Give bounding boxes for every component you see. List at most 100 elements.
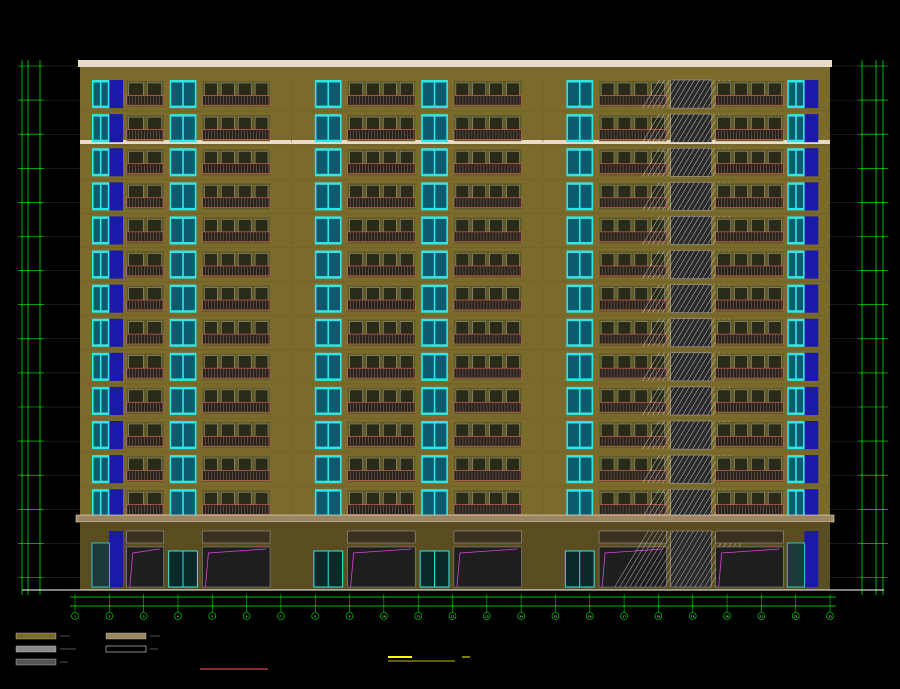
- hatch-line: [667, 79, 685, 109]
- hatch-line: [642, 352, 660, 382]
- balcony-railing: [598, 367, 668, 379]
- hatch-line: [692, 489, 710, 518]
- balcony-door: [506, 423, 520, 437]
- ground-line: [22, 589, 884, 607]
- hatch-line: [642, 284, 660, 313]
- balcony-door: [254, 82, 269, 96]
- window-pane: [183, 491, 195, 515]
- balcony-door: [472, 82, 486, 96]
- shopfront: [453, 546, 522, 588]
- balcony-railing: [202, 401, 271, 413]
- hatch-line: [672, 216, 690, 245]
- window-pane: [422, 287, 434, 311]
- window-pane: [101, 423, 108, 447]
- axis-bubble: [654, 612, 663, 620]
- balcony-door: [489, 185, 503, 199]
- blue-panel: [109, 114, 124, 143]
- hatch-line: [667, 454, 685, 484]
- balcony-door: [383, 321, 397, 335]
- hatch-line: [677, 182, 695, 211]
- balcony-door: [734, 185, 748, 199]
- hatch-line: [642, 454, 660, 484]
- hatch-line: [692, 454, 710, 484]
- balcony-door: [204, 287, 218, 301]
- balcony-door: [147, 219, 162, 233]
- balcony-door: [400, 253, 414, 267]
- hatch-line: [687, 454, 705, 484]
- balcony-door: [128, 253, 144, 267]
- blue-panel: [804, 80, 819, 109]
- blue-panel: [109, 148, 124, 177]
- balcony-railing: [202, 129, 271, 140]
- hatch-line: [669, 530, 704, 588]
- axis-bubble: [723, 612, 731, 620]
- balcony-door: [455, 423, 470, 437]
- balcony-door: [600, 116, 615, 130]
- balcony-door: [472, 219, 486, 233]
- balcony-door: [147, 389, 162, 403]
- balcony-door: [147, 423, 162, 437]
- hatch-line: [672, 489, 690, 518]
- shutter-line: [456, 548, 518, 588]
- window-pane: [316, 150, 328, 174]
- blue-panel: [804, 421, 819, 450]
- window-pane: [435, 218, 447, 242]
- balcony-railing: [715, 231, 784, 243]
- balcony-door: [147, 185, 162, 199]
- hatch-line: [662, 454, 680, 484]
- balcony-door: [717, 355, 731, 369]
- balcony-door: [455, 219, 470, 233]
- balcony-door: [489, 457, 503, 471]
- balcony-door: [254, 150, 269, 165]
- balcony-door: [400, 219, 414, 233]
- hatch-line: [644, 530, 679, 588]
- balcony-door: [400, 185, 414, 199]
- window-pane: [788, 287, 796, 311]
- balcony-door: [717, 219, 731, 233]
- floor-row: [80, 250, 830, 282]
- balcony-door: [751, 321, 765, 335]
- window-pane: [316, 491, 328, 515]
- hatch-line: [687, 386, 705, 416]
- balcony-door: [147, 82, 162, 96]
- balcony-door: [617, 457, 632, 471]
- window-pane: [101, 321, 108, 345]
- window-pane: [796, 457, 804, 481]
- balcony-door: [128, 492, 144, 506]
- balcony-door: [366, 253, 380, 267]
- window-pane: [435, 184, 447, 208]
- window-pane: [171, 150, 183, 174]
- balcony-door: [600, 219, 615, 233]
- balcony-railing: [715, 95, 784, 106]
- hatch-line: [652, 216, 670, 245]
- balcony-door: [717, 253, 731, 267]
- podium-bay: [786, 531, 819, 588]
- window-pane: [580, 491, 592, 515]
- balcony-door: [383, 82, 397, 96]
- balcony-door: [506, 287, 520, 301]
- balcony-door: [400, 355, 414, 369]
- window-pane: [567, 82, 579, 106]
- window-pane: [567, 457, 579, 481]
- floor-row: [80, 79, 830, 112]
- balcony-door: [634, 185, 648, 199]
- axis-label: 18: [657, 614, 661, 618]
- axis-bubble: [105, 612, 114, 620]
- balcony-door: [751, 355, 765, 369]
- hatch-line: [687, 250, 705, 279]
- podium-vent: [347, 530, 416, 544]
- window-pane: [329, 457, 341, 481]
- window-pane: [567, 116, 579, 140]
- hatch-line: [614, 530, 649, 588]
- balcony-door: [221, 150, 235, 165]
- hatch-line: [677, 318, 695, 347]
- window-pane: [171, 389, 183, 413]
- blue-panel: [109, 80, 124, 109]
- floor-row: [80, 318, 830, 351]
- hatch-line: [697, 318, 715, 347]
- hatch-line: [697, 489, 715, 518]
- podium-bay: [598, 530, 667, 588]
- balcony-door: [366, 492, 380, 506]
- balcony-door: [617, 82, 632, 96]
- floor-row: [80, 420, 830, 453]
